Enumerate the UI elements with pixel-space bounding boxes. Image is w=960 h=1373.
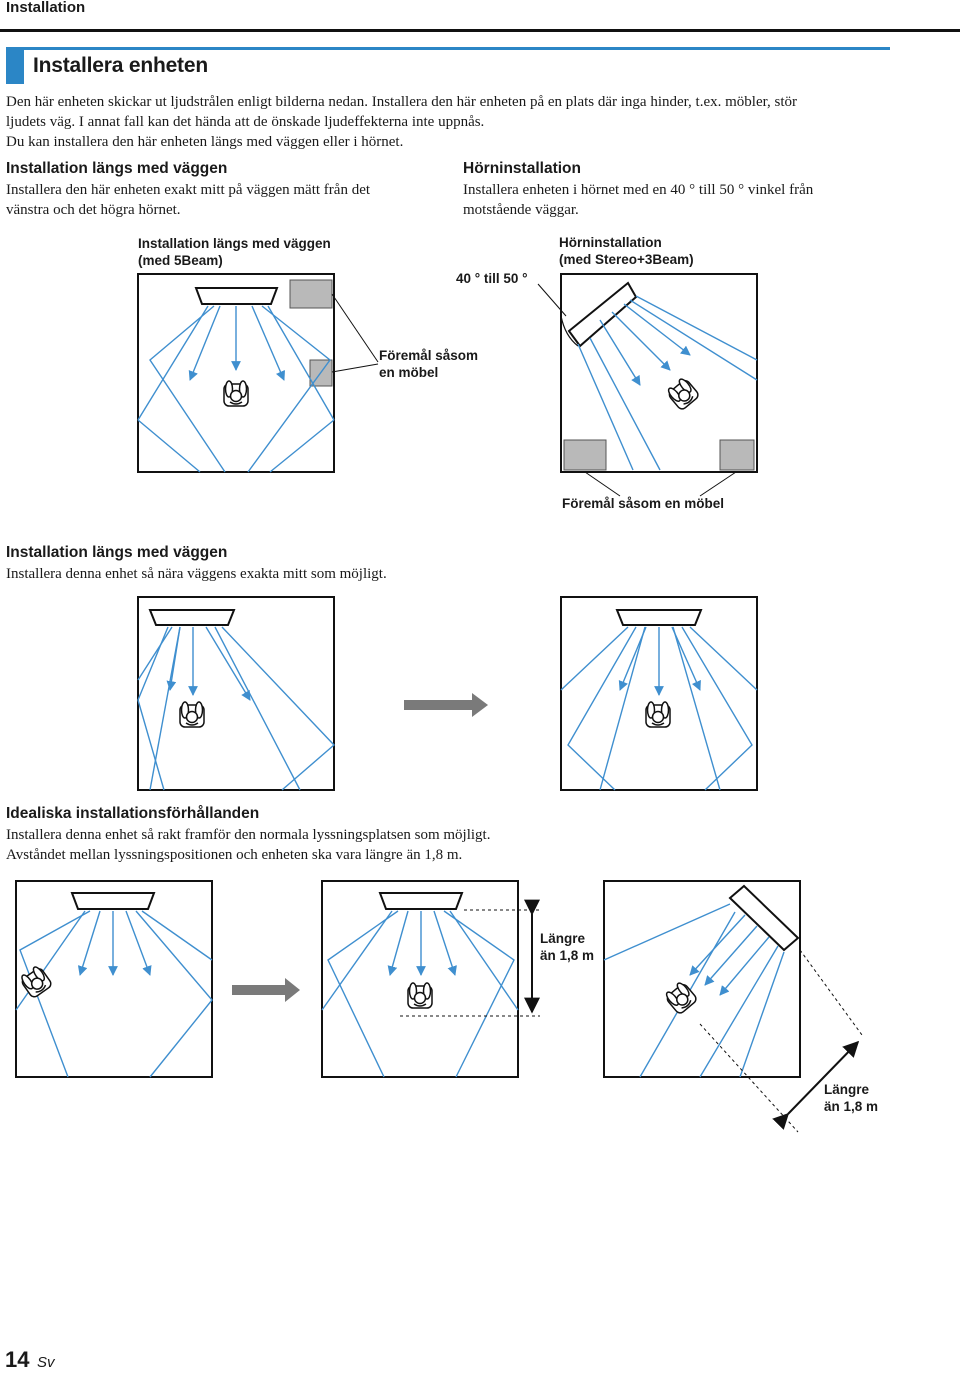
listener-icon	[17, 963, 54, 1000]
corner-distance-diagram	[603, 880, 863, 1133]
section3-line-2: Avståndet mellan lyssningspositionen och…	[6, 847, 463, 863]
sound-bar-icon	[70, 892, 156, 910]
page-number: 14	[5, 1347, 30, 1372]
sound-bar-icon	[148, 609, 236, 626]
sound-bar-icon	[194, 287, 279, 305]
section2-body: Installera denna enhet så nära väggens e…	[6, 566, 387, 582]
corner-3beam-diagram	[537, 273, 758, 497]
off-axis-diagram	[15, 880, 213, 1078]
angle-label: 40 ° till 50 °	[456, 271, 528, 286]
sound-bar-icon	[728, 884, 800, 952]
heading-accent	[6, 47, 24, 84]
wall-caption-line-2: (med 5Beam)	[138, 253, 223, 268]
page-title: Installera enheten	[33, 54, 208, 77]
sound-bar-icon	[567, 281, 638, 348]
wall-heading: Installation längs med väggen	[6, 160, 228, 177]
section3-heading: Idealiska installationsförhållanden	[6, 805, 260, 822]
wall-line-2: vänstra och det högra hörnet.	[6, 202, 181, 218]
intro-line-2: ljudets väg. I annat fall kan det hända …	[6, 114, 485, 130]
listener-icon	[179, 701, 205, 728]
corner-caption-line-2: (med Stereo+3Beam)	[559, 252, 694, 267]
sound-bar-icon	[378, 892, 464, 910]
wall-off-center-diagram	[137, 596, 336, 791]
listener-icon	[664, 375, 701, 412]
corner-line-2: motstående väggar.	[463, 202, 579, 218]
wall-centered-diagram	[560, 596, 758, 791]
distance-arrow	[772, 1040, 860, 1130]
page-language: Sv	[37, 1354, 55, 1371]
centered-distance-diagram	[321, 880, 540, 1078]
listener-icon	[223, 380, 249, 407]
header-rule	[0, 29, 960, 32]
furniture-label-bottom: Föremål såsom en möbel	[562, 496, 725, 511]
corner-line-1: Installera enheten i hörnet med en 40 ° …	[463, 182, 814, 198]
heading-rule	[24, 47, 890, 50]
heading-bar: Installera enheten	[6, 47, 890, 84]
wall-5beam-diagram	[137, 273, 379, 473]
wall-line-1: Installera den här enheten exakt mitt på…	[6, 182, 371, 198]
furniture-icon	[563, 439, 607, 471]
transition-arrow	[232, 978, 300, 1002]
furniture-icon	[289, 279, 333, 309]
distance-label-1-line-2: än 1,8 m	[540, 948, 595, 963]
listener-icon	[645, 701, 671, 728]
furniture-label-line-2: en möbel	[379, 365, 439, 380]
listener-icon	[407, 982, 433, 1009]
section3-line-1: Installera denna enhet så rakt framför d…	[6, 827, 491, 843]
corner-caption-line-1: Hörninstallation	[559, 235, 662, 250]
furniture-icon	[719, 439, 755, 471]
wall-caption-line-1: Installation längs med väggen	[138, 236, 331, 251]
furniture-label-line-1: Föremål såsom	[379, 348, 479, 363]
intro-line-1: Den här enheten skickar ut ljudstrålen e…	[6, 94, 798, 110]
section2-heading: Installation längs med väggen	[6, 544, 228, 561]
corner-heading: Hörninstallation	[463, 160, 581, 177]
distance-label-1-line-1: Längre	[540, 931, 586, 946]
section-label: Installation	[6, 0, 86, 16]
sound-bar-icon	[615, 609, 703, 626]
intro-line-3: Du kan installera den här enheten längs …	[6, 134, 404, 150]
transition-arrow	[404, 693, 488, 717]
